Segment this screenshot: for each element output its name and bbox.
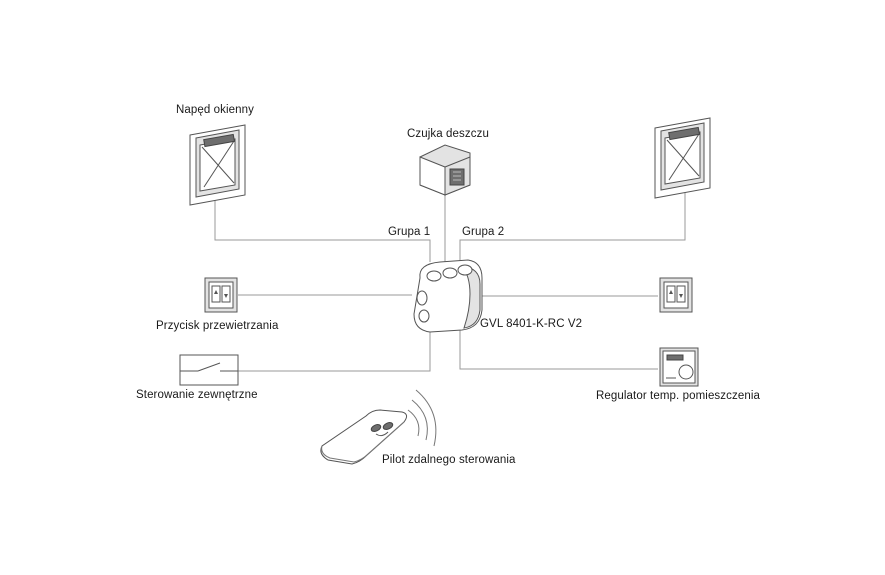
label-grupa-2: Grupa 2 [462, 226, 505, 238]
label-pilot: Pilot zdalnego sterowania [382, 454, 516, 466]
label-grupa-1: Grupa 1 [388, 226, 431, 238]
label-czujka-deszczu: Czujka deszczu [407, 128, 489, 140]
label-przycisk-przewietrzania: Przycisk przewietrzania [156, 320, 279, 332]
controller-unit-icon [413, 259, 483, 333]
window-actuator-icon [189, 124, 246, 206]
rain-sensor-icon [419, 144, 471, 196]
label-regulator-temp: Regulator temp. pomieszczenia [596, 390, 760, 402]
label-naped-okienny: Napęd okienny [176, 104, 255, 116]
line-group2 [459, 190, 686, 262]
window-actuator-icon [654, 117, 711, 199]
wall-switch-icon [659, 277, 693, 313]
thermostat-icon [659, 347, 699, 387]
switch-contact-icon [179, 354, 239, 386]
connection-lines [214, 190, 686, 372]
line-thermostat [459, 330, 658, 370]
remote-control-icon [320, 389, 437, 465]
wall-switch-icon [204, 277, 238, 313]
label-sterowanie-zewnetrzne: Sterowanie zewnętrzne [136, 389, 258, 401]
line-group1 [214, 200, 431, 262]
label-controller-model: GVL 8401-K-RC V2 [480, 318, 583, 330]
line-external-switch [238, 330, 431, 372]
